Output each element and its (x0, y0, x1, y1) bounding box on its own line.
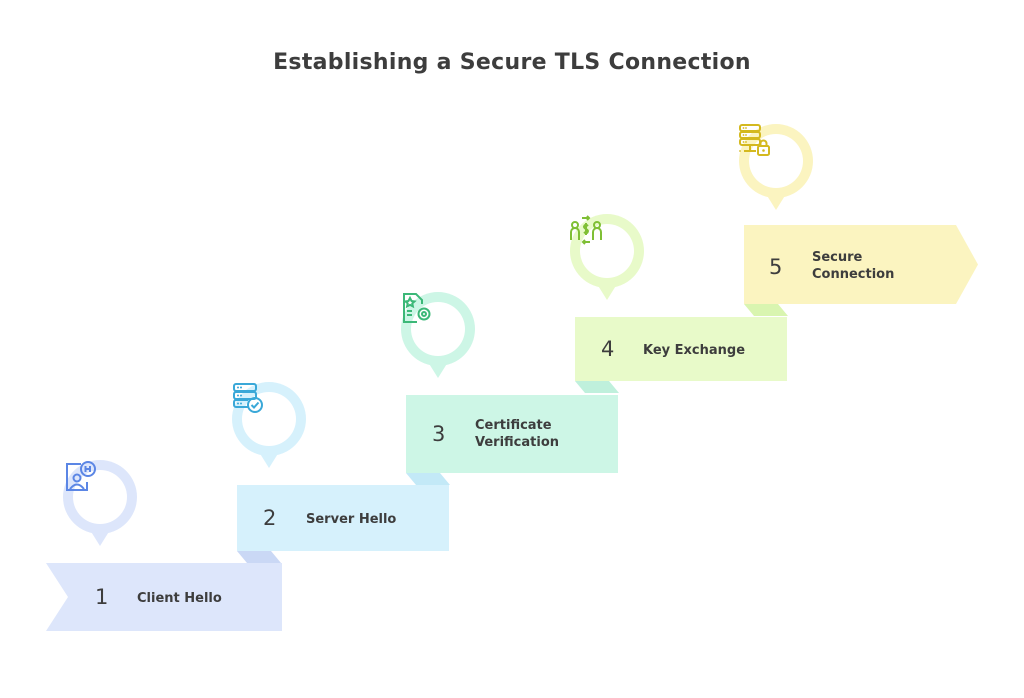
step-3-bar (406, 395, 618, 473)
server-lock-icon (739, 124, 770, 156)
step-5-bar (744, 225, 978, 304)
step-1-bar (46, 563, 282, 631)
step-1-label: Client Hello (137, 591, 222, 606)
step-1-marker (61, 458, 139, 550)
step-3-marker (399, 290, 477, 382)
certificate-gear-icon (403, 293, 431, 323)
step-4-number: 4 (601, 337, 615, 361)
step-2-number: 2 (263, 506, 277, 530)
step-5-marker (737, 122, 815, 214)
step-2-marker (230, 380, 308, 472)
step-4-marker (568, 212, 646, 304)
diagram-title: Establishing a Secure TLS Connection (273, 50, 751, 75)
people-exchange-icon (570, 215, 602, 245)
step-4-bar (575, 317, 787, 381)
step-2-label: Server Hello (306, 512, 397, 527)
step-3-number: 3 (432, 422, 446, 446)
step-2-bar (237, 485, 449, 551)
step-1-number: 1 (95, 585, 109, 609)
step-4-label: Key Exchange (643, 343, 746, 358)
server-check-icon (233, 383, 263, 413)
step-3-label: Certificate Verification (475, 418, 560, 450)
step-5-label: Secure Connection (812, 250, 895, 282)
step-5-number: 5 (769, 255, 783, 279)
client-hi-chat-icon (66, 461, 96, 491)
